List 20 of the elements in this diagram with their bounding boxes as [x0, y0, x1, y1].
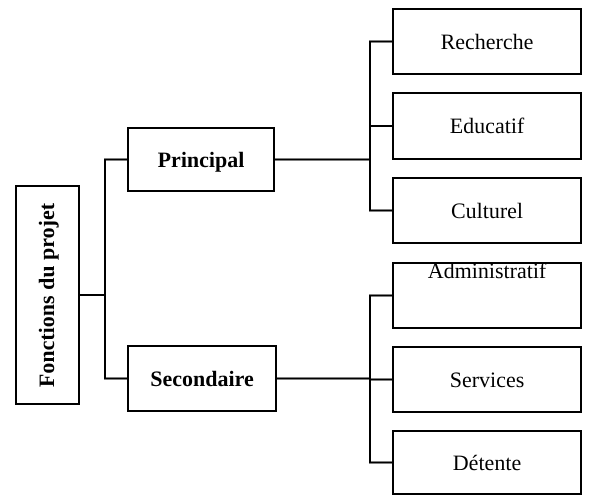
box-label: Secondaire [150, 366, 254, 392]
category-box [127, 345, 277, 412]
box-label: Administratif [428, 258, 546, 284]
box-label: Détente [452, 450, 522, 476]
category-box [392, 262, 582, 329]
category-box [392, 346, 582, 413]
category-box [392, 177, 582, 244]
box-label: Culturel [450, 198, 524, 224]
box-label: Fonctions du projet [34, 202, 60, 388]
connector-line [80, 294, 127, 380]
category-box [392, 430, 582, 495]
category-box [392, 92, 582, 160]
box-label: Principal [158, 146, 244, 172]
category-box [392, 8, 582, 75]
box-label: Services [450, 366, 524, 392]
box-label: Recherche [440, 28, 534, 54]
box-label: Educatif [450, 113, 524, 139]
category-box [127, 127, 275, 192]
connector-line [277, 378, 392, 464]
root-box [15, 185, 80, 405]
